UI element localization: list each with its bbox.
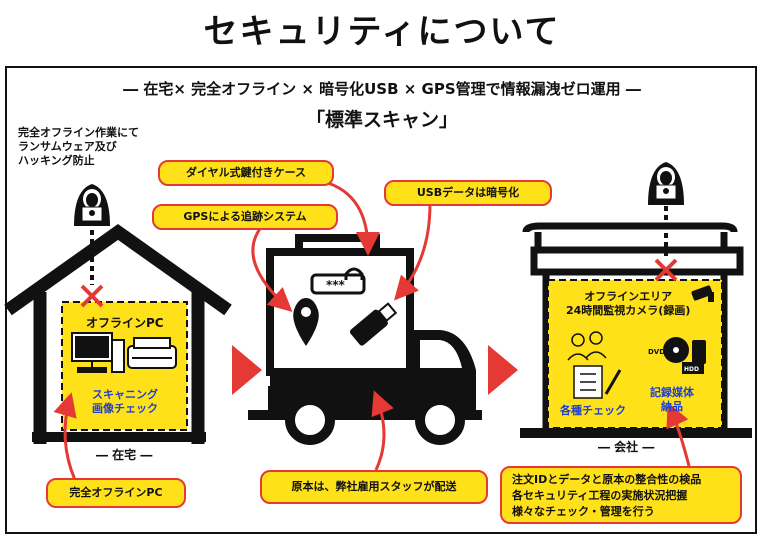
arrow-office xyxy=(666,402,692,471)
desktop-pc-icon xyxy=(71,332,125,373)
dvd-icon: DVD xyxy=(648,337,689,363)
home-check-line: 画像チェック xyxy=(92,402,158,415)
office-area: オフラインエリア 24時間監視カメラ(録画) xyxy=(566,290,690,318)
subtitle: ― 在宅× 完全オフライン × 暗号化USB × GPS管理で情報漏洩ゼロ運用 … xyxy=(123,80,641,98)
arrow-home-pc xyxy=(53,392,77,481)
right-arrow-icon xyxy=(232,345,262,395)
home-check: スキャニング 画像チェック xyxy=(92,388,158,416)
office-area-line: オフラインエリア xyxy=(584,290,673,303)
home-note: 完全オフライン作業にて ランサムウェア及び ハッキング防止 xyxy=(18,126,139,168)
office-bottom-line: 様々なチェック・管理を行う xyxy=(512,505,655,518)
camera-icon xyxy=(691,285,714,302)
home-note-line: ハッキング防止 xyxy=(18,154,95,167)
office-media-line: 納品 xyxy=(661,400,683,413)
location-pin-icon xyxy=(293,298,319,346)
home-bottom-label: 完全オフラインPC xyxy=(46,478,186,508)
office-media: 記録媒体 納品 xyxy=(650,386,694,414)
office-bottom-label: 注文IDとデータと原本の整合性の検品 各セキュリティ工程の実施状況把握 様々なチ… xyxy=(500,466,742,524)
scanner-icon xyxy=(127,337,177,369)
people-icon xyxy=(567,331,607,361)
lock-code: *** xyxy=(326,278,346,292)
office-bottom-line: 各セキュリティ工程の実施状況把握 xyxy=(512,489,688,502)
house-outline xyxy=(4,224,232,444)
office-building xyxy=(522,222,744,432)
dial-label: ダイヤル式鍵付きケース xyxy=(158,160,334,186)
hdd-text: HDD xyxy=(684,366,699,373)
pc-label: オフラインPC xyxy=(86,316,164,330)
blocked-x-icon xyxy=(80,284,104,308)
padlock-icon xyxy=(310,267,366,295)
home-note-line: 完全オフライン作業にて xyxy=(18,126,139,139)
main-frame xyxy=(5,66,757,534)
arrow-usb xyxy=(394,203,432,301)
blocked-x-icon xyxy=(654,258,678,282)
arrow-dial xyxy=(324,180,380,256)
office-area-line: 24時間監視カメラ(録画) xyxy=(566,304,691,317)
page-title: セキュリティについて xyxy=(203,12,561,52)
home-note-line: ランサムウェア及び xyxy=(18,140,117,153)
checklist-icon xyxy=(573,365,622,399)
heading: 「標準スキャン」 xyxy=(305,109,458,131)
hacker-icon xyxy=(74,184,110,226)
arrow-gps xyxy=(251,225,293,313)
house-floor xyxy=(32,432,206,442)
office-place-label: ― 会社 ― xyxy=(598,440,655,454)
arrow-staff xyxy=(371,390,394,471)
usb-drive-icon xyxy=(349,302,398,346)
hacker-icon xyxy=(648,162,684,205)
dvd-text: DVD xyxy=(648,348,665,356)
gps-label: GPSによる追跡システム xyxy=(152,204,338,230)
right-arrow-icon xyxy=(488,345,518,395)
office-bottom-line: 注文IDとデータと原本の整合性の検品 xyxy=(512,473,702,486)
usb-label: USBデータは暗号化 xyxy=(384,180,552,206)
home-check-line: スキャニング xyxy=(92,388,158,401)
transport-bottom-label: 原本は、弊社雇用スタッフが配送 xyxy=(260,470,488,504)
office-check-label: 各種チェック xyxy=(560,404,626,417)
home-place-label: ― 在宅 ― xyxy=(96,448,153,462)
office-floor xyxy=(520,428,752,438)
hdd-icon: HDD xyxy=(682,340,706,374)
office-media-line: 記録媒体 xyxy=(650,386,694,399)
